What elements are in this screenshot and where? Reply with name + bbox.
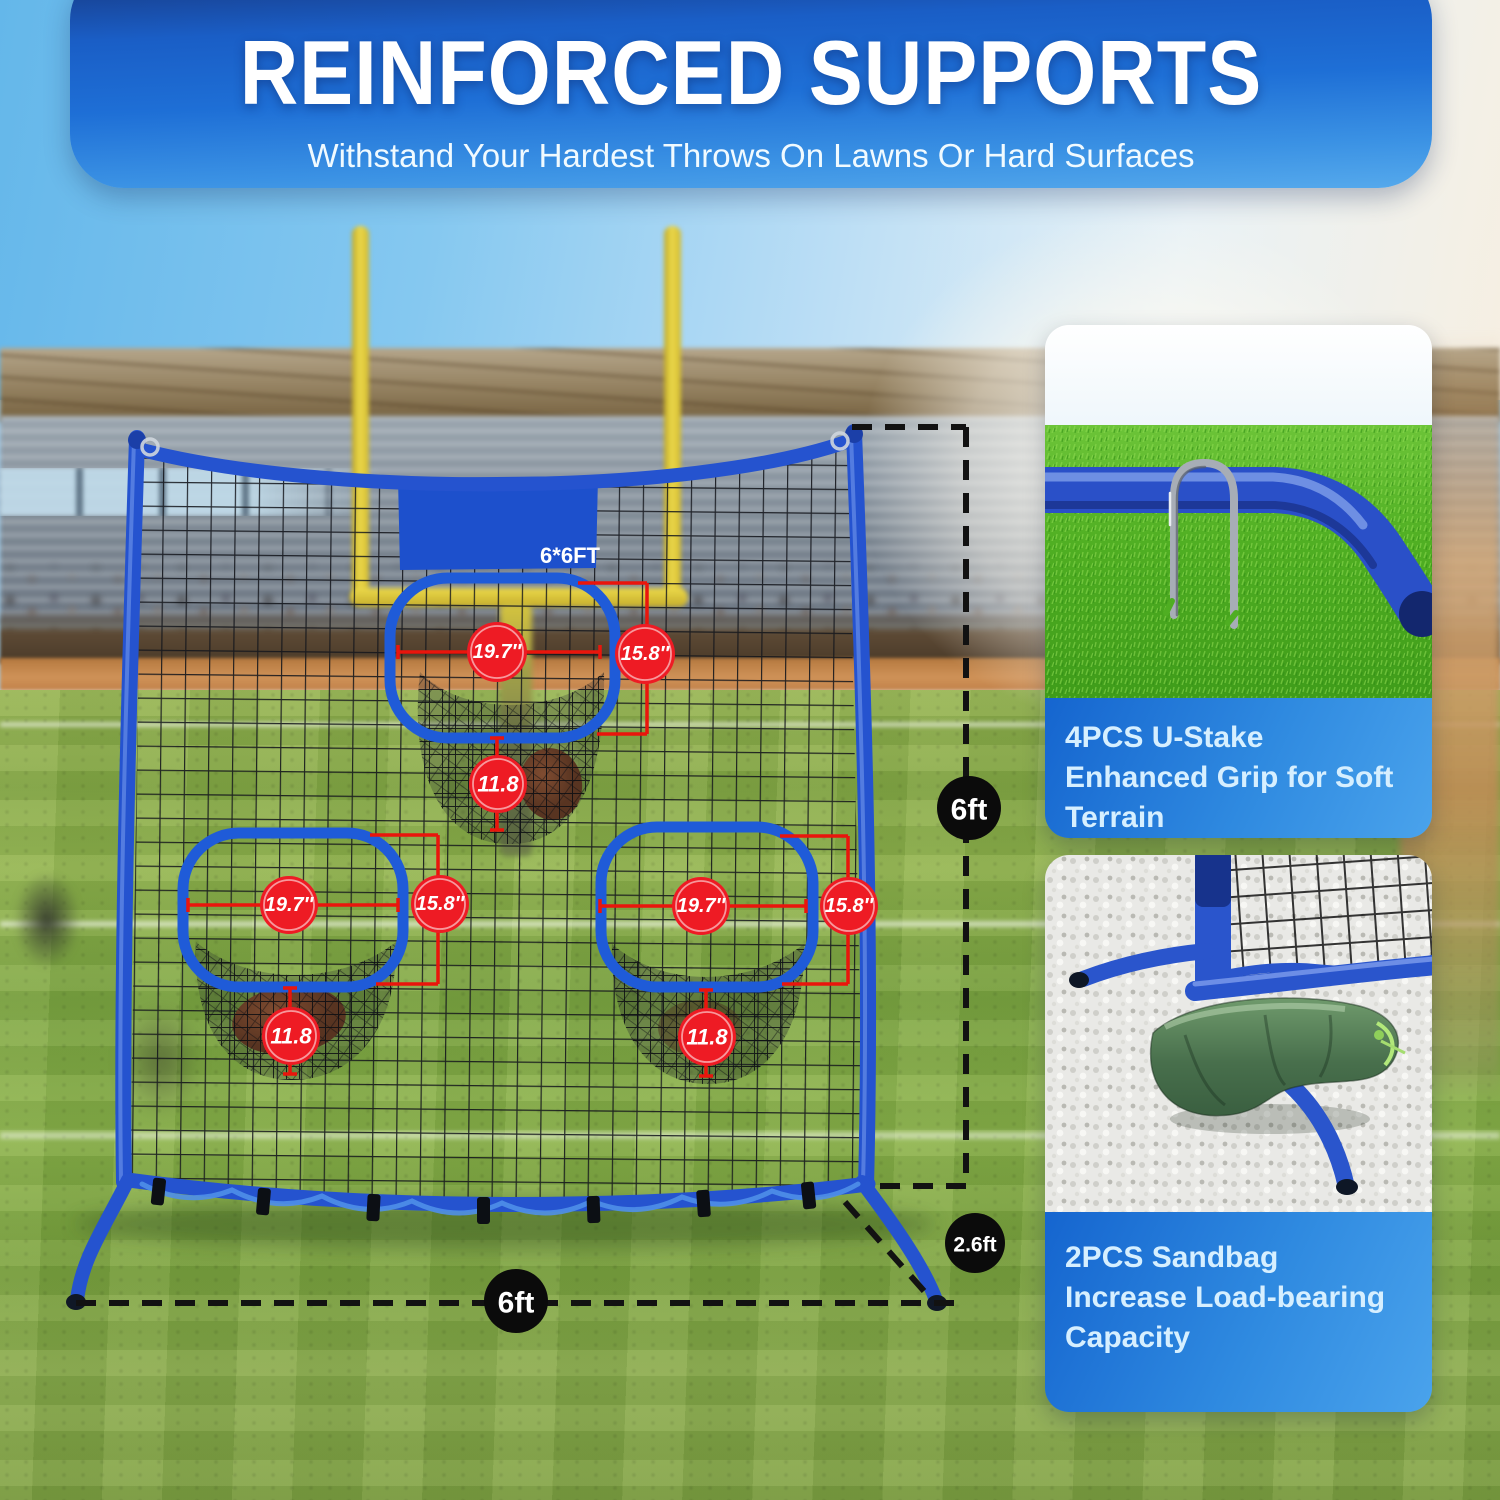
svg-text:6ft: 6ft xyxy=(498,1287,535,1320)
svg-text:19.7″: 19.7″ xyxy=(677,895,727,917)
net-frame xyxy=(66,424,947,1311)
corner-hook xyxy=(830,431,850,451)
spectator-blur xyxy=(14,872,80,968)
sandbag-photo xyxy=(1045,855,1432,1212)
badge-top-depth: 11.8 xyxy=(469,755,527,813)
ground-shadow xyxy=(75,1199,935,1249)
badge-top-width: 19.7″ xyxy=(467,622,527,682)
frame-leg-right xyxy=(1276,1071,1355,1194)
caption-line: Increase Load-bearing xyxy=(1065,1281,1386,1314)
u-stake-icon xyxy=(1170,458,1238,629)
size-label: 6*6FT xyxy=(540,543,600,568)
u-stake-photo xyxy=(1045,325,1432,698)
svg-text:11.8: 11.8 xyxy=(686,1025,728,1050)
base-depth-badge: 2.6ft xyxy=(945,1213,1005,1273)
caption-line: Capacity xyxy=(1065,1321,1191,1354)
net-leg-left xyxy=(70,1173,135,1307)
svg-text:15.8″: 15.8″ xyxy=(825,895,875,917)
net-mesh-small xyxy=(1197,855,1432,981)
caption-line: 2PCS Sandbag xyxy=(1065,1241,1279,1274)
rail-clips xyxy=(150,1177,817,1224)
frame-top-rail xyxy=(135,435,853,492)
badge-right-width: 19.7″ xyxy=(672,877,730,935)
caption-line: 4PCS U-Stake xyxy=(1065,721,1264,754)
net-leg-right xyxy=(855,1175,943,1307)
ustake-caption: 4PCS U-Stake Enhanced Grip for Soft Terr… xyxy=(1045,698,1432,838)
svg-text:6ft: 6ft xyxy=(951,794,988,827)
depth-dimension-line xyxy=(842,1200,935,1302)
frame-cross-tube xyxy=(1185,955,1432,1001)
badge-top-height: 15.8″ xyxy=(615,624,675,684)
frame-height-badge: 6ft xyxy=(937,776,1001,840)
sandbag-icon xyxy=(1149,997,1399,1117)
caption-line: Terrain xyxy=(1065,801,1165,834)
corner-hook xyxy=(140,437,160,457)
svg-text:2.6ft: 2.6ft xyxy=(953,1234,996,1257)
size-flag xyxy=(398,476,598,570)
measurement-badges: 19.7″ 15.8″ 11.8 19.7″ 15.8″ 11.8 19.7″ … xyxy=(260,622,878,1066)
badge-right-height: 15.8″ xyxy=(820,877,878,935)
svg-text:11.8: 11.8 xyxy=(270,1024,312,1049)
frame-right-pole xyxy=(846,424,877,1194)
header-banner: REINFORCED SUPPORTS Withstand Your Harde… xyxy=(70,0,1432,188)
frame-leg-left xyxy=(1075,943,1215,987)
badge-left-width: 19.7″ xyxy=(260,876,318,934)
drawstring xyxy=(1374,1021,1406,1067)
svg-text:15.8″: 15.8″ xyxy=(416,893,466,915)
sandbag-caption: 2PCS Sandbag Increase Load-bearing Capac… xyxy=(1045,1212,1432,1412)
caption-line: Enhanced Grip for Soft xyxy=(1065,761,1394,794)
stake-tube xyxy=(1045,467,1432,636)
page-subtitle: Withstand Your Hardest Throws On Lawns O… xyxy=(307,137,1195,174)
svg-text:11.8: 11.8 xyxy=(477,772,519,797)
svg-text:15.8″: 15.8″ xyxy=(621,643,671,665)
svg-text:19.7″: 19.7″ xyxy=(473,641,523,663)
svg-text:19.7″: 19.7″ xyxy=(265,894,315,916)
badge-left-depth: 11.8 xyxy=(262,1007,320,1065)
badge-right-depth: 11.8 xyxy=(678,1008,736,1066)
frame-left-pole xyxy=(115,430,145,1190)
callout-card-ustake: 4PCS U-Stake Enhanced Grip for Soft Terr… xyxy=(1045,325,1432,838)
page-title: REINFORCED SUPPORTS xyxy=(239,23,1263,125)
badge-left-height: 15.8″ xyxy=(411,875,469,933)
callout-card-sandbag: 2PCS Sandbag Increase Load-bearing Capac… xyxy=(1045,855,1432,1412)
pocket-top xyxy=(417,672,605,845)
frame-width-badge: 6ft xyxy=(484,1269,548,1333)
